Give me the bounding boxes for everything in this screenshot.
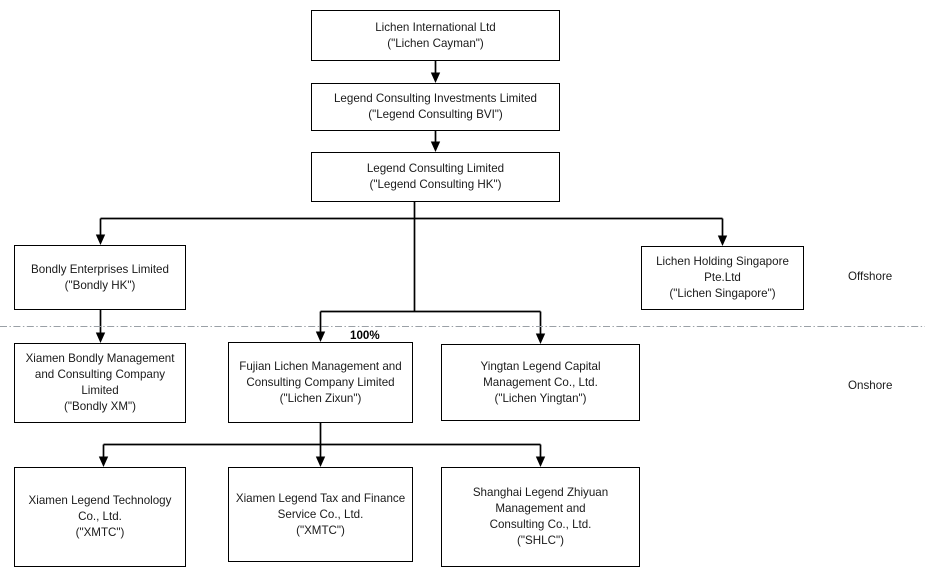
node-line: Legend Consulting Investments Limited — [333, 92, 537, 105]
arrowhead-singapore — [717, 235, 728, 246]
node-line: Consulting Company Limited — [246, 375, 395, 389]
node-line: Legend Consulting Limited — [366, 162, 505, 175]
node-line: Lichen International Ltd — [375, 20, 496, 34]
ownership-percentage-label: 100% — [350, 329, 380, 342]
node-line: ("Legend Consulting HK") — [369, 178, 502, 191]
node-line: Co., Ltd. — [78, 510, 122, 523]
arrowhead-hk — [430, 141, 441, 152]
node-line: ("Lichen Yingtan") — [494, 391, 587, 405]
node-line: ("Bondly XM") — [63, 400, 136, 413]
node-lichen-zixun[interactable]: Fujian Lichen Management and Consulting … — [228, 342, 413, 423]
arrowhead-lichen-zixun — [315, 331, 326, 342]
node-line: ("Legend Consulting BVI") — [368, 108, 503, 121]
node-line: Lichen Holding Singapore — [656, 255, 789, 268]
onshore-region-label: Onshore — [848, 379, 893, 392]
node-line: ("Bondly HK") — [64, 278, 136, 292]
node-line: ("Lichen Cayman") — [387, 36, 484, 50]
node-line: Consulting Co., Ltd. — [489, 518, 592, 531]
node-line: Service Co., Ltd. — [277, 507, 364, 521]
node-line: Pte.Ltd — [704, 271, 741, 284]
node-lichen-yingtan[interactable]: Yingtan Legend Capital Management Co., L… — [441, 344, 640, 421]
node-line: Xiamen Bondly Management — [25, 352, 175, 365]
node-line: ("Lichen Singapore") — [669, 287, 776, 300]
node-line: ("SHLC") — [517, 534, 564, 547]
arrowhead-lichen-yingtan — [535, 333, 546, 344]
arrowhead-bvi — [430, 72, 441, 83]
node-xmtc-technology[interactable]: Xiamen Legend Technology Co., Ltd. ("XMT… — [14, 467, 186, 567]
node-shlc[interactable]: Shanghai Legend Zhiyuan Management and C… — [441, 467, 640, 567]
node-line: Management and — [495, 502, 586, 515]
node-line: Shanghai Legend Zhiyuan — [472, 486, 609, 499]
arrowhead-xmtc-tech — [98, 456, 109, 467]
node-line: Fujian Lichen Management and — [239, 359, 402, 373]
node-line: ("XMTC") — [75, 526, 125, 539]
node-line: Bondly Enterprises Limited — [31, 262, 169, 276]
node-line: and Consulting Company — [34, 368, 166, 381]
node-legend-bvi[interactable]: Legend Consulting Investments Limited ("… — [311, 83, 560, 131]
offshore-region-label: Offshore — [848, 270, 893, 283]
node-legend-hk[interactable]: Legend Consulting Limited ("Legend Consu… — [311, 152, 560, 202]
node-line: Management Co., Ltd. — [483, 375, 598, 389]
node-line: Limited — [81, 384, 119, 397]
node-line: Xiamen Legend Technology — [28, 494, 172, 507]
arrowhead-bondly-hk — [95, 234, 106, 245]
node-bondly-hk[interactable]: Bondly Enterprises Limited ("Bondly HK") — [14, 245, 186, 310]
arrowhead-xmtc-tax — [315, 456, 326, 467]
node-bondly-xm[interactable]: Xiamen Bondly Management and Consulting … — [14, 343, 186, 423]
node-lichen-cayman[interactable]: Lichen International Ltd ("Lichen Cayman… — [311, 10, 560, 61]
node-line: Yingtan Legend Capital — [480, 359, 601, 373]
node-line: ("XMTC") — [296, 523, 345, 537]
arrowhead-bondly-xm — [95, 332, 106, 343]
node-lichen-singapore[interactable]: Lichen Holding Singapore Pte.Ltd ("Liche… — [641, 246, 804, 310]
node-xmtc-tax-finance[interactable]: Xiamen Legend Tax and Finance Service Co… — [228, 467, 413, 562]
node-line: ("Lichen Zixun") — [279, 391, 362, 405]
node-line: Xiamen Legend Tax and Finance — [235, 491, 406, 505]
arrowhead-shlc — [535, 456, 546, 467]
